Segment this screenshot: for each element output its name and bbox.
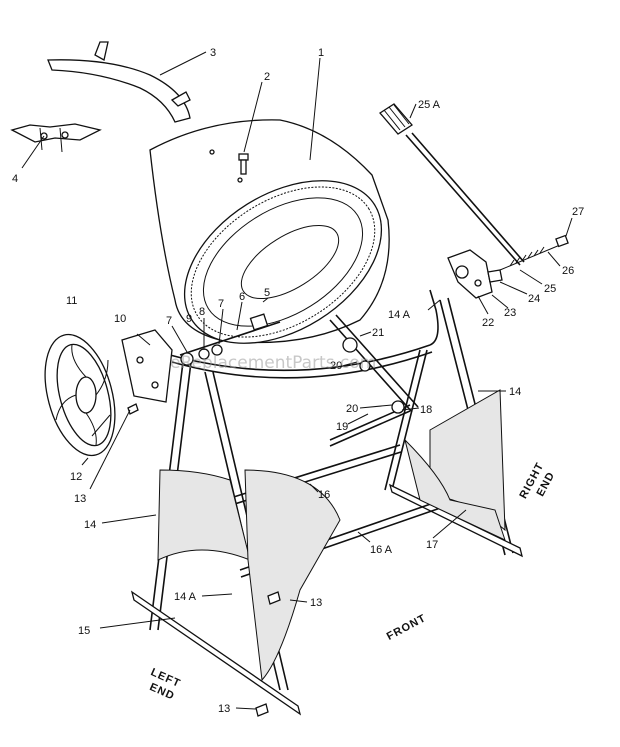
label-23: 23 [504,307,516,319]
label-25: 25 [544,283,556,295]
label-16-a: 16 A [370,544,393,556]
part-3-drum-bracket [47,41,191,123]
part-25-tilt-handle [379,103,525,266]
label-12: 12 [70,471,82,483]
pinion-shaft [329,314,419,414]
label-20a: 20 [330,360,342,372]
label-14b: 14 [509,386,521,398]
label-20b: 20 [346,403,358,415]
label-2: 2 [264,71,270,83]
label-1: 1 [318,47,324,59]
label-7a: 7 [218,298,224,310]
label-19: 19 [336,421,348,433]
label-15: 15 [78,625,90,637]
part-11-pulley [44,333,116,457]
label-27: 27 [572,206,584,218]
label-13a: 13 [74,493,86,505]
leader-lines [21,51,573,710]
label-7b: 7 [166,315,172,327]
part-26-spring-rod [499,234,569,271]
label-8: 8 [199,306,205,318]
part-13-bolts [127,403,281,717]
label-9: 9 [186,313,192,325]
label-26: 26 [562,265,574,277]
part-4-blade-bracket [10,123,102,153]
front-label: FRONT [385,612,429,643]
label-14a: 14 [84,519,96,531]
label-18: 18 [420,404,432,416]
drive-shaft [179,313,281,366]
label-13c: 13 [218,703,230,715]
part-2-bolt [238,153,249,175]
label-5: 5 [264,287,270,299]
label-22: 22 [482,317,494,329]
label-11: 11 [66,295,77,307]
label-25-a: 25 A [418,99,441,111]
label-24: 24 [528,293,540,305]
label-6: 6 [239,291,245,303]
label-3: 3 [210,47,216,59]
watermark-text: eReplacementParts.com [170,353,376,373]
label-13b: 13 [310,597,322,609]
label-16: 16 [318,489,330,501]
stand-frame [130,289,523,716]
label-14-a-top: 14 A [388,309,411,321]
part-22-tilt-bracket [447,249,503,299]
label-10: 10 [114,313,126,325]
label-4: 4 [12,173,18,185]
part-10-motor-bracket [121,329,173,403]
label-21: 21 [372,327,384,339]
label-14-a-bottom: 14 A [174,591,197,603]
part-number-labels: 1 2 3 4 5 6 7 7 8 9 10 11 12 13 13 13 14… [12,47,584,715]
label-17: 17 [426,539,438,551]
part-1-mixing-drum [149,119,390,344]
